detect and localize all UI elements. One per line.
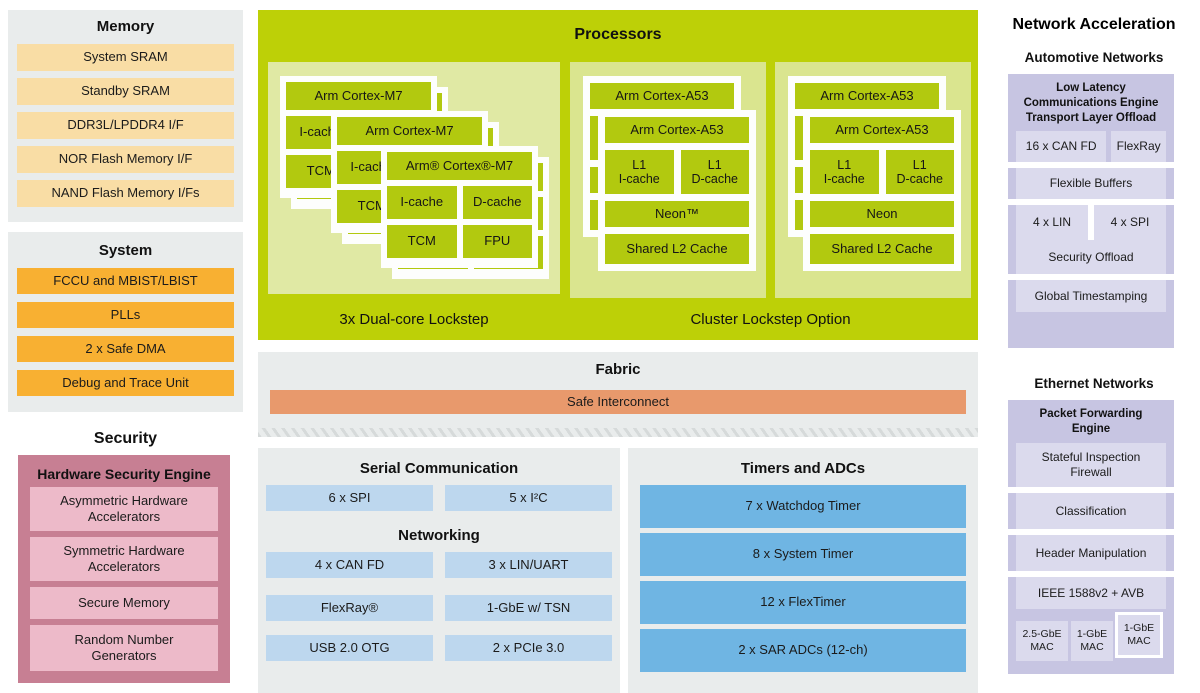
a53-core-label: Arm Cortex-A53 bbox=[605, 117, 749, 143]
m7-core-label: Arm Cortex-M7 bbox=[337, 117, 482, 145]
timers-adcs-title: Timers and ADCs bbox=[740, 460, 866, 477]
m7-core-label: Arm Cortex-M7 bbox=[286, 82, 431, 110]
timers-adcs-panel: Timers and ADCs 7 x Watchdog Timer 8 x S… bbox=[628, 448, 978, 693]
a53-l1-icache: L1 I-cache bbox=[810, 150, 879, 194]
safe-interconnect-bar: Safe Interconnect bbox=[270, 390, 966, 414]
classification-block: Classification bbox=[1016, 493, 1166, 529]
llce-engine-title: Low Latency Communications Engine Transp… bbox=[1023, 82, 1159, 124]
a53-core-label: Arm Cortex-A53 bbox=[590, 83, 734, 109]
auto-spi-block: 4 x SPI bbox=[1094, 205, 1166, 240]
memory-block-ddr: DDR3L/LPDDR4 I/F bbox=[17, 112, 234, 139]
gbe-tsn-block: 1-GbE w/ TSN bbox=[445, 595, 612, 621]
a53-shared-l2: Shared L2 Cache bbox=[810, 234, 954, 264]
ieee1588-avb-block: IEEE 1588v2 + AVB bbox=[1016, 577, 1166, 609]
a53-neon: Neon bbox=[810, 201, 954, 227]
system-block-debug-trace: Debug and Trace Unit bbox=[17, 370, 234, 396]
security-title: Security bbox=[93, 430, 158, 447]
a53-neon: Neon™ bbox=[605, 201, 749, 227]
divider bbox=[1088, 205, 1094, 240]
fabric-title: Fabric bbox=[595, 361, 641, 378]
serial-comm-panel: Serial Communication 6 x SPI 5 x I²C Net… bbox=[258, 448, 620, 693]
mac-1gbe-block: 1-GbE MAC bbox=[1071, 621, 1113, 661]
memory-block-nor-flash: NOR Flash Memory I/F bbox=[17, 146, 234, 173]
a53-lockstep-label: Cluster Lockstep Option bbox=[690, 311, 851, 328]
serial-comm-title: Serial Communication bbox=[359, 460, 519, 477]
usb-block: USB 2.0 OTG bbox=[266, 635, 433, 661]
mac-2_5gbe-block: 2.5-GbE MAC bbox=[1016, 621, 1068, 661]
fabric-panel: Fabric Safe Interconnect bbox=[258, 352, 978, 437]
flexible-buffers-block: Flexible Buffers bbox=[1016, 168, 1166, 199]
packet-forwarding-engine-title: Packet Forwarding Engine bbox=[1039, 408, 1143, 435]
m7-card-3: Arm® Cortex®-M7 I-cache D-cache TCM FPU bbox=[381, 146, 538, 268]
m7-lockstep-label: 3x Dual-core Lockstep bbox=[339, 311, 489, 328]
m7-dcache: D-cache bbox=[462, 186, 532, 219]
fabric-dashed-edge bbox=[258, 428, 978, 437]
security-block-rng: Random Number Generators bbox=[30, 625, 218, 671]
stateful-firewall-block: Stateful Inspection Firewall bbox=[1016, 443, 1166, 487]
system-block-plls: PLLs bbox=[17, 302, 234, 328]
mac-1gbe-card: 1-GbE MAC bbox=[1115, 612, 1163, 658]
ethernet-networks-panel: Packet Forwarding Engine Stateful Inspec… bbox=[1008, 400, 1174, 674]
a53-l1-dcache: L1 D-cache bbox=[885, 150, 954, 194]
memory-block-standby-sram: Standby SRAM bbox=[17, 78, 234, 105]
can-fd-block: 4 x CAN FD bbox=[266, 552, 433, 578]
lin-uart-block: 3 x LIN/UART bbox=[445, 552, 612, 578]
lin-spi-security-group: 4 x LIN 4 x SPI Security Offload bbox=[1016, 205, 1166, 274]
system-panel: System FCCU and MBIST/LBIST PLLs 2 x Saf… bbox=[8, 232, 243, 412]
a53-card-front: Arm Cortex-A53 L1 I-cache L1 D-cache Neo… bbox=[598, 110, 756, 271]
header-manipulation-block: Header Manipulation bbox=[1016, 535, 1166, 571]
memory-panel: Memory System SRAM Standby SRAM DDR3L/LP… bbox=[8, 10, 243, 222]
network-acceleration-title: Network Acceleration bbox=[1012, 16, 1176, 33]
spi-block: 6 x SPI bbox=[266, 485, 433, 511]
pcie-block: 2 x PCIe 3.0 bbox=[445, 635, 612, 661]
system-title: System bbox=[98, 242, 153, 259]
a53-cluster-panel-1: Arm Cortex-A53 L1 I-cache L1 D-cache Neo… bbox=[570, 62, 766, 298]
security-block-secure-memory: Secure Memory bbox=[30, 587, 218, 619]
networking-title: Networking bbox=[398, 527, 480, 544]
processors-title: Processors bbox=[574, 26, 662, 43]
m7-core-label: Arm® Cortex®-M7 bbox=[387, 152, 532, 180]
memory-block-nand-flash: NAND Flash Memory I/Fs bbox=[17, 180, 234, 207]
auto-lin-block: 4 x LIN bbox=[1016, 205, 1088, 240]
i2c-block: 5 x I²C bbox=[445, 485, 612, 511]
system-block-safe-dma: 2 x Safe DMA bbox=[17, 336, 234, 362]
security-block-symmetric: Symmetric Hardware Accelerators bbox=[30, 537, 218, 581]
a53-l1-icache: L1 I-cache bbox=[605, 150, 674, 194]
security-engine-title: Hardware Security Engine bbox=[37, 466, 211, 482]
system-timer-block: 8 x System Timer bbox=[640, 533, 966, 576]
global-timestamping-block: Global Timestamping bbox=[1016, 280, 1166, 312]
m7-icache: I-cache bbox=[387, 186, 457, 219]
m7-fpu: FPU bbox=[462, 225, 532, 258]
automotive-networks-title: Automotive Networks bbox=[1024, 50, 1164, 65]
flexray-block: FlexRay® bbox=[266, 595, 433, 621]
automotive-networks-panel: Low Latency Communications Engine Transp… bbox=[1008, 74, 1174, 348]
a53-l1-dcache: L1 D-cache bbox=[680, 150, 749, 194]
memory-title: Memory bbox=[96, 18, 155, 35]
processors-container: Processors Arm Cortex-M7 I-cache D-cache… bbox=[258, 10, 978, 340]
security-block-asymmetric: Asymmetric Hardware Accelerators bbox=[30, 487, 218, 531]
a53-cluster-panel-2: Arm Cortex-A53 L1 I-cache L1 D-cache Neo… bbox=[775, 62, 971, 298]
mac-1gbe-block: 1-GbE MAC bbox=[1118, 615, 1160, 655]
security-engine-box: Hardware Security Engine Asymmetric Hard… bbox=[18, 455, 230, 683]
security-offload-block: Security Offload bbox=[1016, 240, 1166, 274]
flextimer-block: 12 x FlexTimer bbox=[640, 581, 966, 624]
m7-lockstep-panel: Arm Cortex-M7 I-cache D-cache TCM FPU Ar… bbox=[268, 62, 560, 294]
a53-core-label: Arm Cortex-A53 bbox=[810, 117, 954, 143]
m7-tcm: TCM bbox=[387, 225, 457, 258]
a53-core-label: Arm Cortex-A53 bbox=[795, 83, 939, 109]
sar-adc-block: 2 x SAR ADCs (12-ch) bbox=[640, 629, 966, 672]
auto-can-fd-block: 16 x CAN FD bbox=[1016, 131, 1107, 162]
watchdog-timer-block: 7 x Watchdog Timer bbox=[640, 485, 966, 528]
a53-shared-l2: Shared L2 Cache bbox=[605, 234, 749, 264]
auto-flexray-block: FlexRay bbox=[1111, 131, 1166, 162]
system-block-fccu: FCCU and MBIST/LBIST bbox=[17, 268, 234, 294]
a53-card-front: Arm Cortex-A53 L1 I-cache L1 D-cache Neo… bbox=[803, 110, 961, 271]
memory-block-system-sram: System SRAM bbox=[17, 44, 234, 71]
ethernet-networks-title: Ethernet Networks bbox=[1034, 376, 1154, 391]
